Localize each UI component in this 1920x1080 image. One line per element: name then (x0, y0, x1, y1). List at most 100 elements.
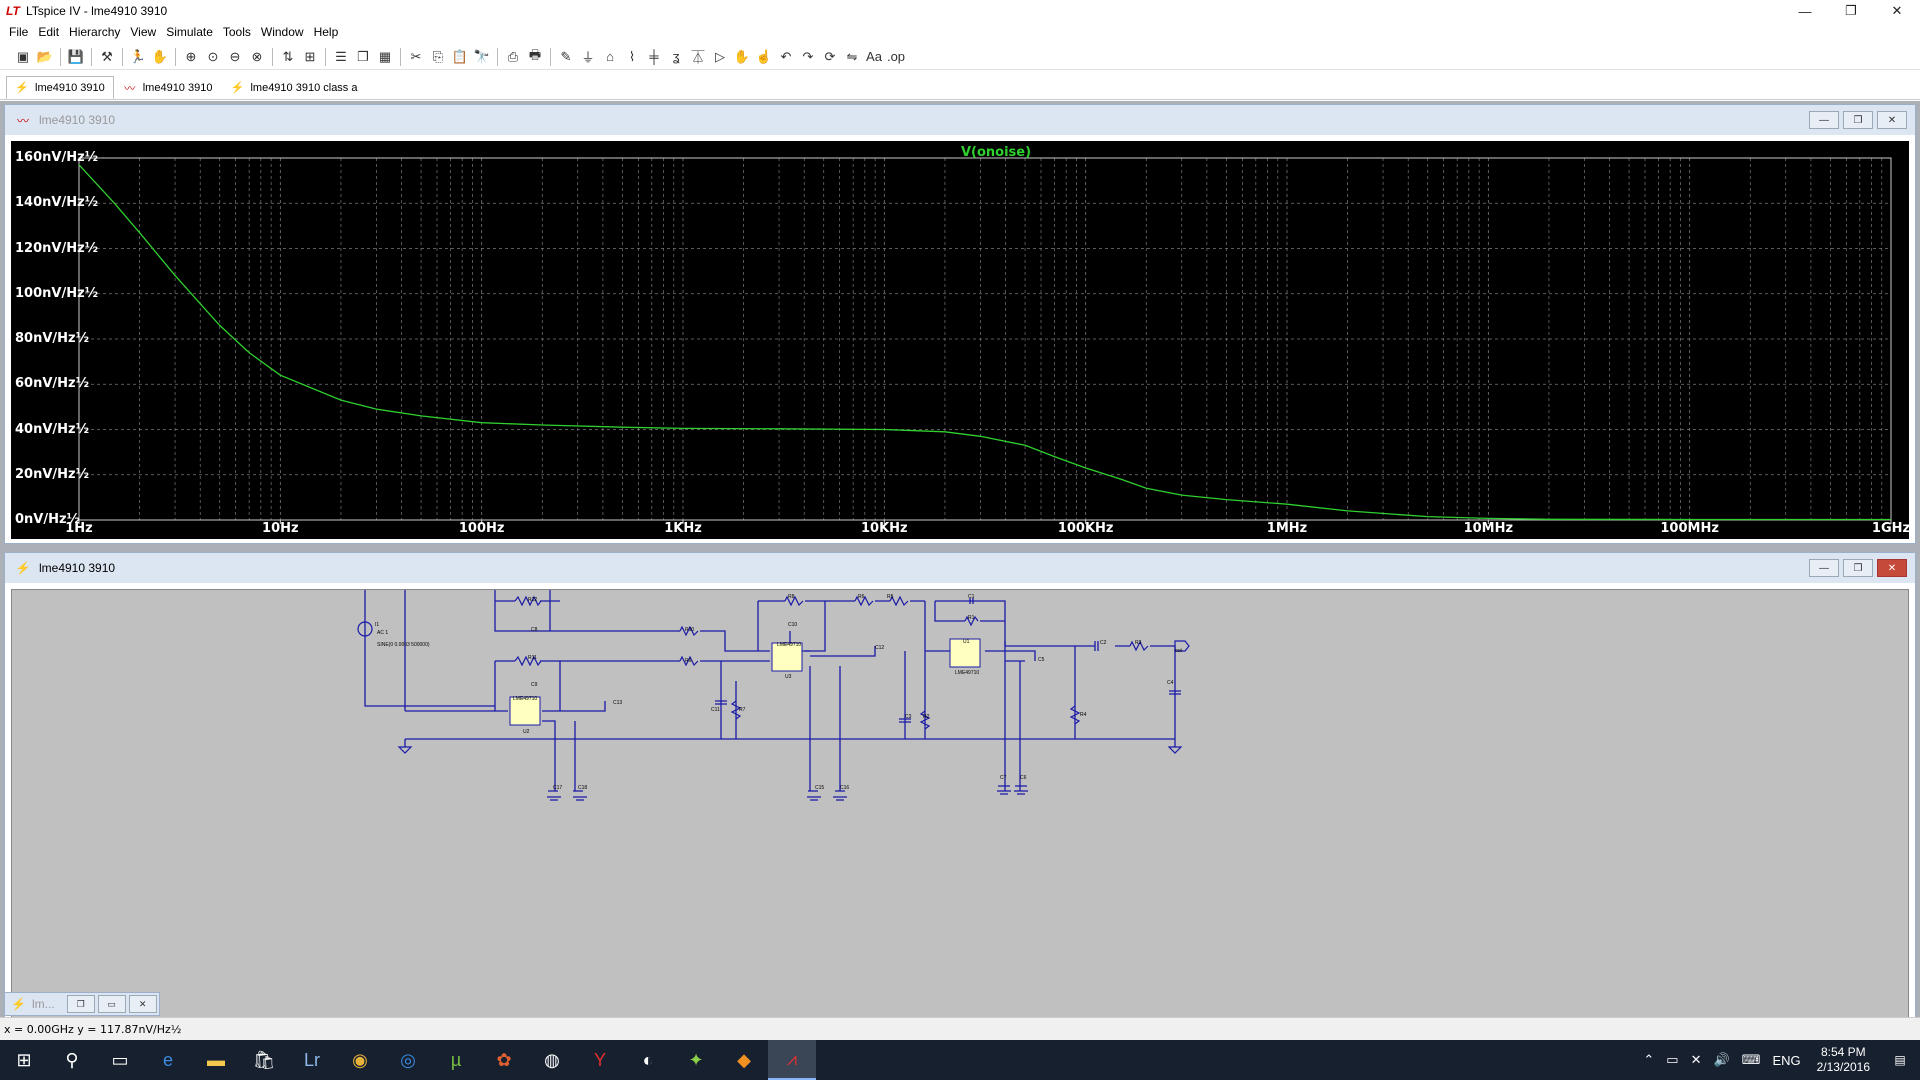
schematic-label[interactable]: R9 (685, 658, 692, 664)
schematic-label[interactable]: LME49710 (513, 696, 537, 702)
chevron-up-icon[interactable]: ⌃ (1643, 1052, 1655, 1067)
label-net-icon[interactable]: ⌂ (606, 49, 614, 64)
schematic-label[interactable]: LME49710 (955, 670, 979, 676)
pan-icon[interactable]: ⊙ (207, 48, 219, 64)
undo-icon[interactable]: ↶ (780, 48, 792, 64)
capacitor-icon[interactable]: ╪ (649, 49, 659, 64)
schematic-label[interactable]: I1 (375, 622, 379, 628)
wire-icon[interactable]: ✎ (560, 48, 572, 64)
keyboard-icon[interactable]: ⌨ (1741, 1052, 1761, 1067)
schematic-label[interactable]: SINE(0 0.0003 500000) (377, 642, 430, 648)
menu-hierarchy[interactable]: Hierarchy (69, 25, 121, 39)
schematic-label[interactable]: C2 (1100, 640, 1107, 646)
cascade-icon[interactable]: ❐ (357, 48, 369, 64)
find-icon[interactable]: 🔭 (473, 48, 491, 64)
schematic-label[interactable]: R5 (887, 594, 894, 600)
minimize-button[interactable]: — (1809, 559, 1839, 577)
print-setup-icon[interactable]: ⎙ (507, 48, 519, 64)
current-source-i1[interactable] (357, 621, 373, 637)
schematic-label[interactable]: R2 (923, 714, 930, 720)
schematic-label[interactable]: C7 (1000, 775, 1007, 781)
schematic-window-caption[interactable]: ⚡ lme4910 3910 — ❐ ✕ (5, 553, 1915, 583)
schematic-label[interactable]: R4 (1080, 712, 1087, 718)
minimize-button[interactable]: — (1809, 111, 1839, 129)
schematic-label[interactable]: C4 (1167, 680, 1174, 686)
restore-button[interactable]: ❐ (66, 995, 95, 1013)
app-icon[interactable]: ✿ (496, 1049, 512, 1070)
schematic-label[interactable]: R3 (1135, 640, 1142, 646)
utorrent-icon[interactable]: µ (450, 1049, 462, 1070)
media-icon[interactable]: ◐ (642, 1049, 654, 1070)
diode-icon[interactable]: ⏄ (691, 50, 705, 65)
maximize-button[interactable]: ▭ (97, 995, 126, 1013)
grid-icon[interactable]: ⊞ (304, 48, 316, 64)
redo-icon[interactable]: ↷ (802, 48, 814, 64)
rotate-icon[interactable]: ⟳ (824, 48, 836, 64)
schematic-label[interactable]: C1 (968, 594, 975, 600)
schematic-label[interactable]: U3 (785, 674, 792, 680)
tile-vertical-icon[interactable]: ▦ (378, 48, 392, 64)
language-indicator[interactable]: ENG (1772, 1052, 1801, 1068)
tab-waveform[interactable]: 〰 lme4910 3910 (114, 76, 222, 99)
ground-icon[interactable]: ⏚ (581, 50, 595, 65)
schematic-label[interactable]: C3 (905, 714, 912, 720)
tab-schematic[interactable]: ⚡ lme4910 3910 (6, 76, 114, 99)
schematic-label[interactable]: AC 1 (377, 630, 388, 636)
schematic-canvas[interactable]: .noise v(out) i1 dec 100 1 1000000000U4L… (11, 589, 1909, 1080)
battery-icon[interactable]: ▭ (1666, 1052, 1679, 1067)
notifications-icon[interactable]: ▤ (1894, 1053, 1906, 1067)
move-icon[interactable]: ✋ (733, 48, 751, 64)
autorange-icon[interactable]: ⇅ (282, 48, 294, 64)
schematic-label[interactable]: LME49710 (777, 642, 801, 648)
save-icon[interactable]: 💾 (67, 48, 85, 64)
menu-file[interactable]: File (9, 25, 29, 39)
copy-icon[interactable]: ⎘ (432, 48, 444, 64)
schematic-label[interactable]: U2 (523, 729, 530, 735)
zoom-in-icon[interactable]: ⊕ (185, 48, 197, 64)
schematic-label[interactable]: C6 (1020, 775, 1027, 781)
component-icon[interactable]: ▷ (715, 48, 725, 64)
cut-icon[interactable]: ✂ (410, 48, 422, 64)
tab-schematic-class-a[interactable]: ⚡ lme4910 3910 class a (221, 76, 366, 99)
schematic-label[interactable]: R8 (788, 594, 795, 600)
opamp-u1[interactable] (949, 638, 981, 668)
new-schematic-icon[interactable]: ▣ (16, 48, 30, 64)
tile-horizontal-icon[interactable]: ☰ (335, 48, 347, 64)
schematic-label[interactable]: C13 (613, 700, 622, 706)
schematic-label[interactable]: R11 (528, 655, 537, 661)
halt-icon[interactable]: ✋ (151, 48, 169, 64)
inductor-icon[interactable]: ʓ (672, 49, 680, 64)
resistor-icon[interactable]: ⌇ (628, 48, 636, 64)
schematic-label[interactable]: out (1175, 648, 1183, 654)
menu-edit[interactable]: Edit (38, 25, 60, 39)
ltspice-taskbar-icon[interactable]: ⩘ (768, 1040, 816, 1080)
search-icon[interactable]: ⚲ (65, 1049, 79, 1070)
print-icon[interactable]: 🖶 (528, 46, 542, 62)
close-button[interactable]: ✕ (1891, 3, 1903, 18)
network-icon[interactable]: ✕ (1690, 1052, 1702, 1067)
intel-icon[interactable]: ◎ (400, 1049, 416, 1070)
store-icon[interactable]: 🛍 (252, 1049, 276, 1070)
windows-start-icon[interactable]: ⊞ (16, 1049, 32, 1070)
close-button[interactable]: ✕ (128, 995, 157, 1013)
menu-simulate[interactable]: Simulate (166, 25, 213, 39)
menu-help[interactable]: Help (313, 25, 339, 39)
open-icon[interactable]: 📂 (36, 48, 54, 64)
schematic-label[interactable]: C9 (531, 682, 538, 688)
control-panel-icon[interactable]: ⚒ (101, 48, 113, 64)
yandex-icon[interactable]: Y (593, 1049, 606, 1070)
text-icon[interactable]: Aa (866, 49, 882, 64)
opamp-u2[interactable] (509, 696, 541, 726)
opamp-u3[interactable] (771, 642, 803, 672)
menu-view[interactable]: View (130, 25, 157, 39)
steam-icon[interactable]: ◍ (544, 1049, 560, 1070)
mirror-icon[interactable]: ⇋ (846, 48, 858, 64)
paint-icon[interactable]: ✦ (688, 1049, 704, 1070)
schematic-label[interactable]: C5 (1038, 657, 1045, 663)
minimized-window[interactable]: ⚡ lm... ❐ ▭ ✕ (4, 992, 160, 1016)
file-explorer-icon[interactable]: ▬ (207, 1049, 225, 1070)
zoom-out-icon[interactable]: ⊖ (229, 48, 241, 64)
sublime-icon[interactable]: ◆ (737, 1049, 751, 1070)
schematic-label[interactable]: R1 (968, 615, 975, 621)
